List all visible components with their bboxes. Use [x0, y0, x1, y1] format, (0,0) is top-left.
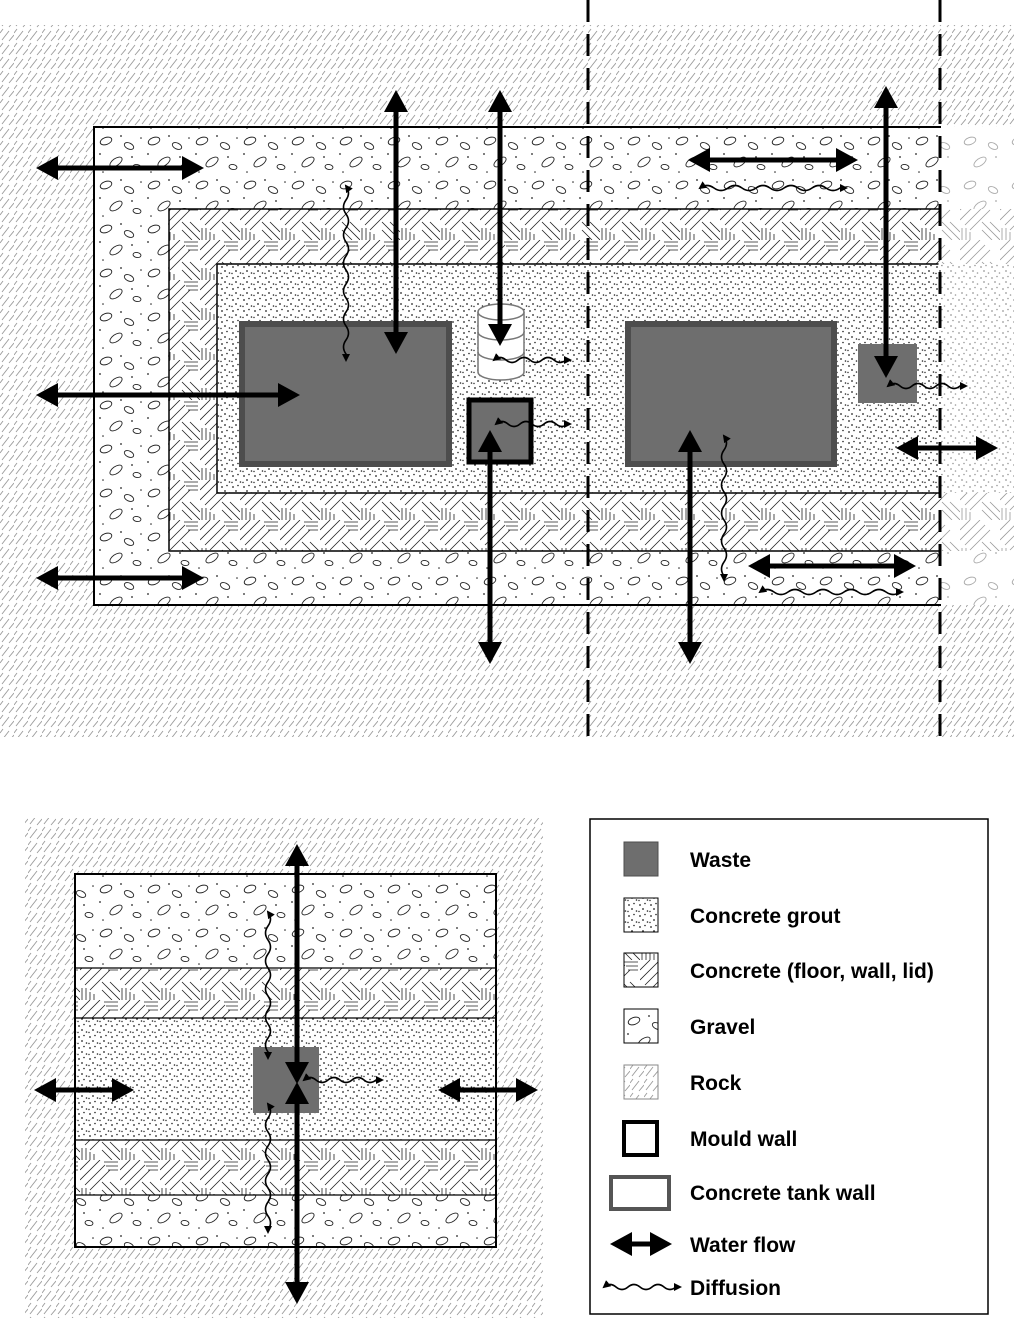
legend-label-concrete-tank-wall: Concrete tank wall — [690, 1182, 876, 1205]
diffusion-arrow — [758, 585, 904, 596]
water-flow-arrow — [678, 430, 702, 664]
rock-swatch — [623, 1064, 659, 1100]
diffusion-arrow — [720, 434, 731, 582]
diffusion-arrow — [698, 181, 848, 192]
diffusion-arrow — [886, 379, 968, 390]
water-flow-arrow — [748, 554, 916, 578]
legend: Waste Concrete grout Concrete (floor, wa… — [589, 818, 989, 1315]
diffusion-arrow — [494, 417, 572, 428]
water-flow-arrow — [285, 844, 309, 1084]
legend-label-waste: Waste — [690, 849, 751, 872]
legend-label-concrete: Concrete (floor, wall, lid) — [690, 960, 934, 983]
legend-label-rock: Rock — [690, 1072, 742, 1095]
water-flow-arrow — [688, 148, 858, 172]
water-flow-arrow — [34, 1078, 134, 1102]
diffusion-arrows — [264, 910, 384, 1234]
diffusion-arrow — [492, 353, 572, 364]
water-flow-arrow — [285, 1082, 309, 1304]
diffusion-icon — [602, 1280, 682, 1291]
mould-package — [466, 397, 534, 465]
water-flow-arrow — [36, 383, 300, 407]
water-flow-arrows — [36, 86, 998, 664]
water-flow-arrow — [438, 1078, 538, 1102]
legend-label-diffusion: Diffusion — [690, 1277, 781, 1300]
mould-wall-swatch — [622, 1120, 659, 1157]
cross-section-outline — [74, 873, 497, 1248]
diffusion-arrow — [302, 1073, 384, 1084]
waste-swatch — [623, 841, 659, 877]
gravel-layer-bottom — [75, 1195, 496, 1247]
water-flow-arrow — [896, 436, 998, 460]
water-flow-arrow — [874, 86, 898, 378]
legend-label-gravel: Gravel — [690, 1016, 755, 1039]
water-flow-arrows — [34, 844, 538, 1304]
concrete-swatch — [623, 952, 659, 988]
gravel-swatch — [623, 1008, 659, 1044]
longitudinal-section — [0, 0, 1014, 745]
concrete-layer-bottom — [75, 1140, 496, 1195]
water-flow-arrow — [384, 90, 408, 354]
water-flow-arrow — [488, 90, 512, 346]
diffusion-arrow — [264, 910, 275, 1060]
diffusion-arrow — [264, 1102, 275, 1234]
legend-label-water-flow: Water flow — [690, 1234, 796, 1257]
concrete-tank-wall-swatch — [609, 1175, 671, 1211]
water-flow-icon — [610, 1232, 672, 1256]
water-flow-arrow — [478, 430, 502, 664]
diffusion-arrows — [342, 181, 968, 596]
concrete-layer-top — [75, 968, 496, 1018]
gravel-layer-top — [75, 874, 496, 968]
concrete-grout-swatch — [623, 897, 659, 933]
cross-section — [25, 818, 543, 1318]
waste-package-large-right — [625, 321, 837, 467]
legend-label-mould-wall: Mould wall — [690, 1128, 797, 1151]
layer-boundaries — [75, 967, 496, 1196]
water-flow-arrow — [36, 156, 204, 180]
diffusion-arrow — [342, 184, 353, 362]
legend-label-concrete-grout: Concrete grout — [690, 905, 841, 928]
water-flow-arrow — [36, 566, 204, 590]
